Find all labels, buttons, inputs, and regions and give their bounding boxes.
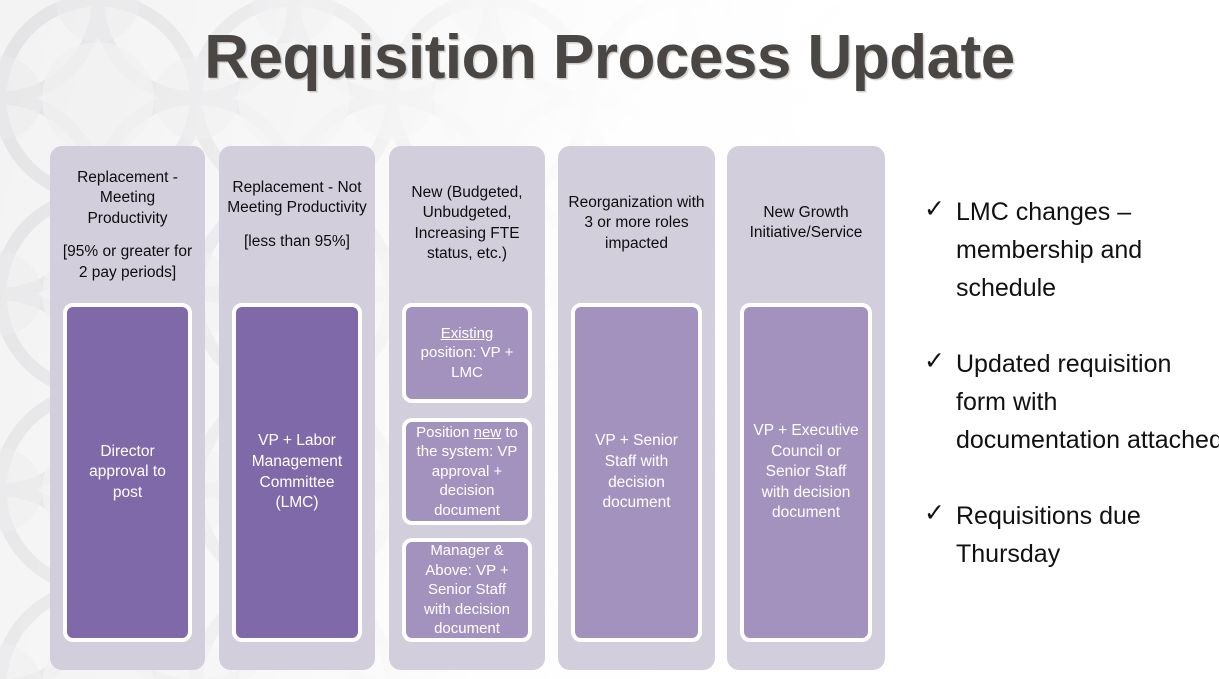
- column-header-line: Replacement - Meeting Productivity: [77, 169, 178, 227]
- new-underline: new: [473, 423, 502, 441]
- approval-box[interactable]: Director approval to post: [63, 303, 192, 642]
- list-item-label: Requisitions due Thursday: [956, 502, 1141, 568]
- column-header: Replacement - Meeting Productivity [95% …: [50, 146, 205, 283]
- category-column-replacement-meeting-productivity[interactable]: Replacement - Meeting Productivity [95% …: [50, 146, 205, 670]
- list-item: ✓ Updated requisition form with document…: [924, 345, 1219, 459]
- approval-box[interactable]: VP + Labor Management Committee (LMC): [232, 303, 362, 642]
- column-header: Reorganization with 3 or more roles impa…: [558, 146, 715, 254]
- column-header: New Growth Initiative/Service: [727, 146, 885, 244]
- approval-box[interactable]: VP + Senior Staff with decision document: [571, 303, 702, 642]
- page-title: Requisition Process Update: [204, 23, 1015, 92]
- list-item: ✓ LMC changes – membership and schedule: [924, 193, 1219, 307]
- approval-box-text: Director approval to post: [89, 442, 166, 501]
- column-header-line: Replacement - Not Meeting Productivity: [227, 179, 367, 217]
- approval-box-text: VP + Labor Management Committee (LMC): [251, 432, 343, 512]
- column-header: Replacement - Not Meeting Productivity […: [219, 146, 375, 252]
- approval-box-position-new[interactable]: Position new to the system: VP approval …: [402, 418, 532, 525]
- category-column-reorganization[interactable]: Reorganization with 3 or more roles impa…: [558, 146, 715, 670]
- list-item: ✓ Requisitions due Thursday: [924, 497, 1219, 573]
- list-item-label: Updated requisition form with documentat…: [956, 350, 1219, 454]
- category-column-new-growth-initiative[interactable]: New Growth Initiative/Service VP + Execu…: [727, 146, 885, 670]
- checkmark-icon: ✓: [924, 194, 945, 223]
- approval-box-text: Existing position: VP + LMC: [420, 324, 514, 381]
- checkmark-icon: ✓: [924, 498, 945, 527]
- category-column-new-budgeted-unbudgeted[interactable]: New (Budgeted, Unbudgeted, Increasing FT…: [389, 146, 545, 670]
- checklist: ✓ LMC changes – membership and schedule …: [924, 193, 1219, 611]
- list-item-label: LMC changes – membership and schedule: [956, 198, 1143, 302]
- checkmark-icon: ✓: [924, 346, 945, 375]
- column-header: New (Budgeted, Unbudgeted, Increasing FT…: [389, 146, 545, 265]
- approval-box-text: VP + Senior Staff with decision document: [595, 432, 678, 512]
- column-header-line: New Growth Initiative/Service: [749, 204, 863, 242]
- approval-box-existing-position[interactable]: Existing position: VP + LMC: [402, 303, 532, 403]
- approval-box[interactable]: VP + Executive Council or Senior Staff w…: [740, 303, 872, 642]
- column-header-line: Reorganization with 3 or more roles impa…: [568, 194, 705, 252]
- approval-box-text: VP + Executive Council or Senior Staff w…: [753, 421, 859, 522]
- approval-box-text: Position new to the system: VP approval …: [416, 423, 518, 519]
- column-header-line: New (Budgeted, Unbudgeted, Increasing FT…: [411, 184, 523, 263]
- existing-underline: Existing: [440, 324, 494, 342]
- category-column-replacement-not-meeting-productivity[interactable]: Replacement - Not Meeting Productivity […: [219, 146, 375, 670]
- column-header-line: [less than 95%]: [244, 232, 350, 250]
- approval-box-text: Manager & Above: VP + Senior Staff with …: [424, 542, 510, 638]
- approval-box-manager-and-above[interactable]: Manager & Above: VP + Senior Staff with …: [402, 538, 532, 642]
- column-header-line: [95% or greater for 2 pay periods]: [62, 243, 193, 281]
